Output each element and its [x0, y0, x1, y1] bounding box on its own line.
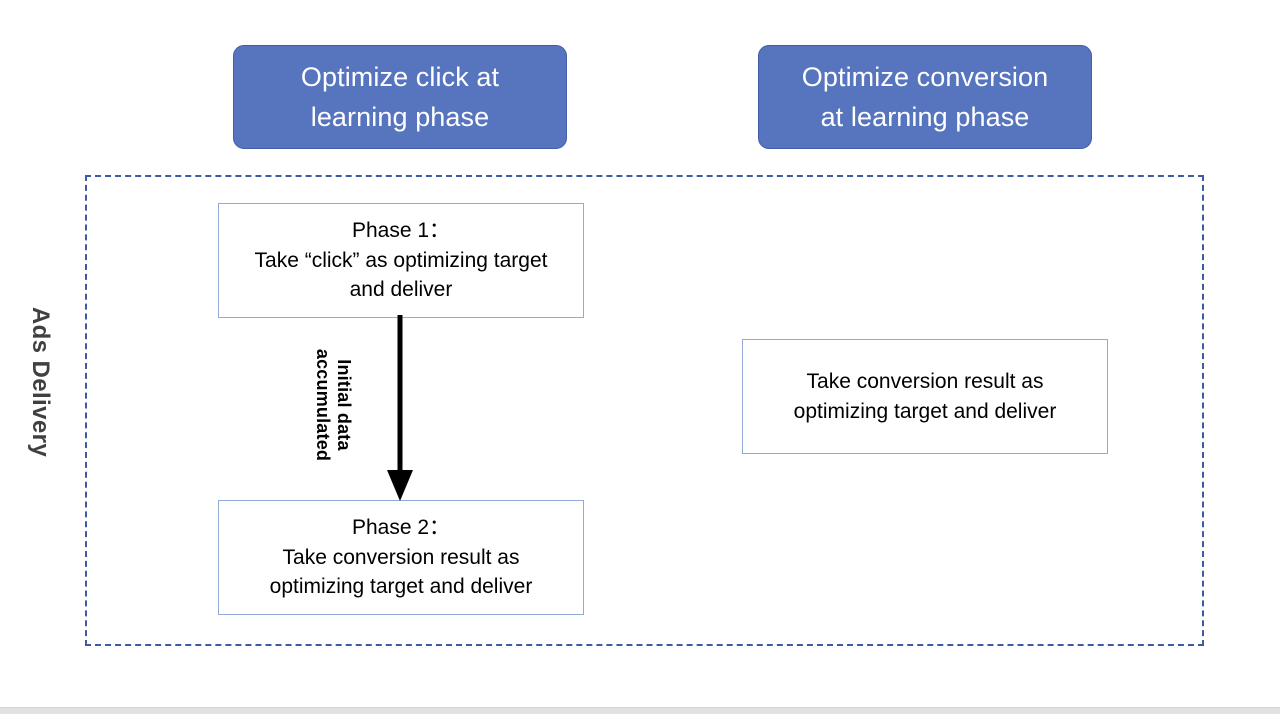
bottom-gray-bar: [0, 707, 1280, 714]
ads-delivery-dashed-container: [85, 175, 1204, 646]
flow-box-phase-1-text: Phase 1：Take “click” as optimizing targe…: [254, 219, 548, 302]
phase1-to-phase2-arrow-icon: [387, 315, 413, 501]
flow-box-phase-1[interactable]: Phase 1：Take “click” as optimizing targe…: [218, 203, 584, 318]
ads-delivery-side-label-text: Ads Delivery: [27, 306, 54, 458]
ads-delivery-side-label: Ads Delivery: [0, 282, 80, 482]
